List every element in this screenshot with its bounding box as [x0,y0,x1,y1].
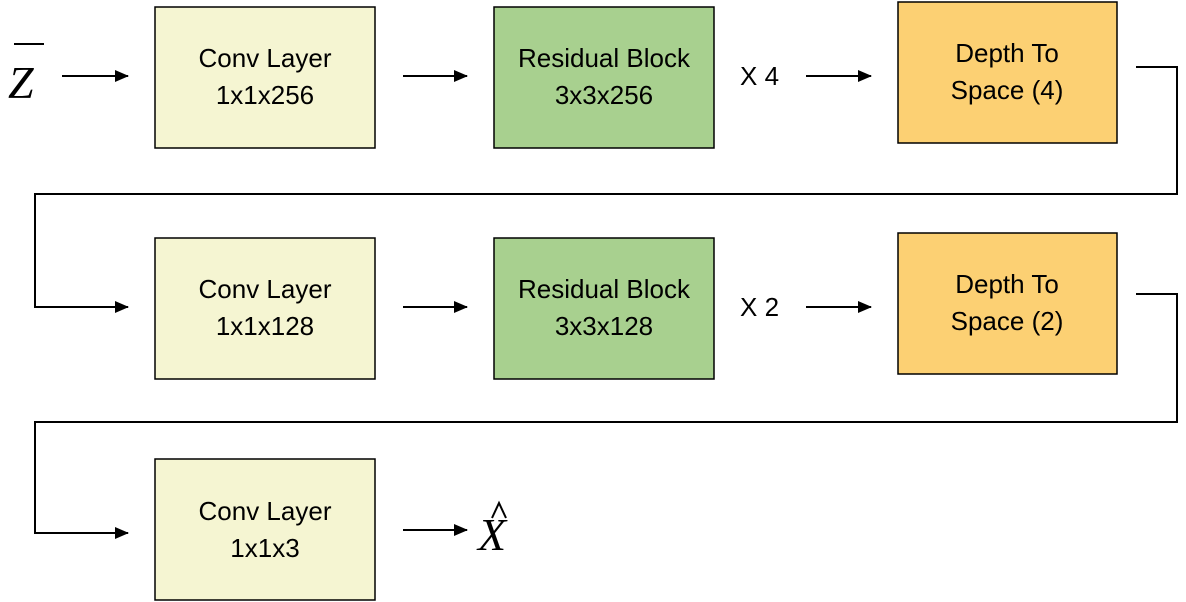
conv-layer-2: Conv Layer 1x1x128 [154,237,376,380]
conv-layer-1-title: Conv Layer [199,43,332,73]
output-hat [491,500,507,519]
output-symbol-text: X [476,509,508,560]
conv-layer-3: Conv Layer 1x1x3 [154,458,376,601]
conv-layer-3-box [154,458,376,601]
residual-block-1-box [493,6,715,149]
conv-layer-2-box [154,237,376,380]
repeat-label-2: X 2 [740,292,779,322]
residual-block-2-spec: 3x3x128 [555,311,653,341]
conv-layer-1-box [154,6,376,149]
output-symbol: X [476,500,508,560]
conv-layer-3-spec: 1x1x3 [230,533,299,563]
connector-row-2-to-row-3 [34,293,1178,539]
conv-layer-3-title: Conv Layer [199,496,332,526]
conv-layer-1: Conv Layer 1x1x256 [154,6,376,149]
repeat-label-1: X 4 [740,61,779,91]
input-symbol-text: Z [8,57,34,108]
residual-block-1-spec: 3x3x256 [555,80,653,110]
conv-layer-1-spec: 1x1x256 [216,80,314,110]
input-symbol: Z [8,43,44,108]
connector-row-1-to-row-2 [34,66,1178,313]
depth-to-space-1-spec: Space (4) [951,75,1064,105]
residual-block-2-title: Residual Block [518,274,691,304]
depth-to-space-1-box [897,1,1118,144]
residual-block-1-title: Residual Block [518,43,691,73]
residual-block-1: Residual Block 3x3x256 [493,6,715,149]
conv-layer-2-spec: 1x1x128 [216,311,314,341]
depth-to-space-1-title: Depth To [955,38,1059,68]
conv-layer-2-title: Conv Layer [199,274,332,304]
residual-block-2: Residual Block 3x3x128 [493,237,715,380]
depth-to-space-2-box [897,232,1118,375]
depth-to-space-2-title: Depth To [955,269,1059,299]
depth-to-space-1: Depth To Space (4) [897,1,1118,144]
depth-to-space-2-spec: Space (2) [951,306,1064,336]
residual-block-2-box [493,237,715,380]
depth-to-space-2: Depth To Space (2) [897,232,1118,375]
